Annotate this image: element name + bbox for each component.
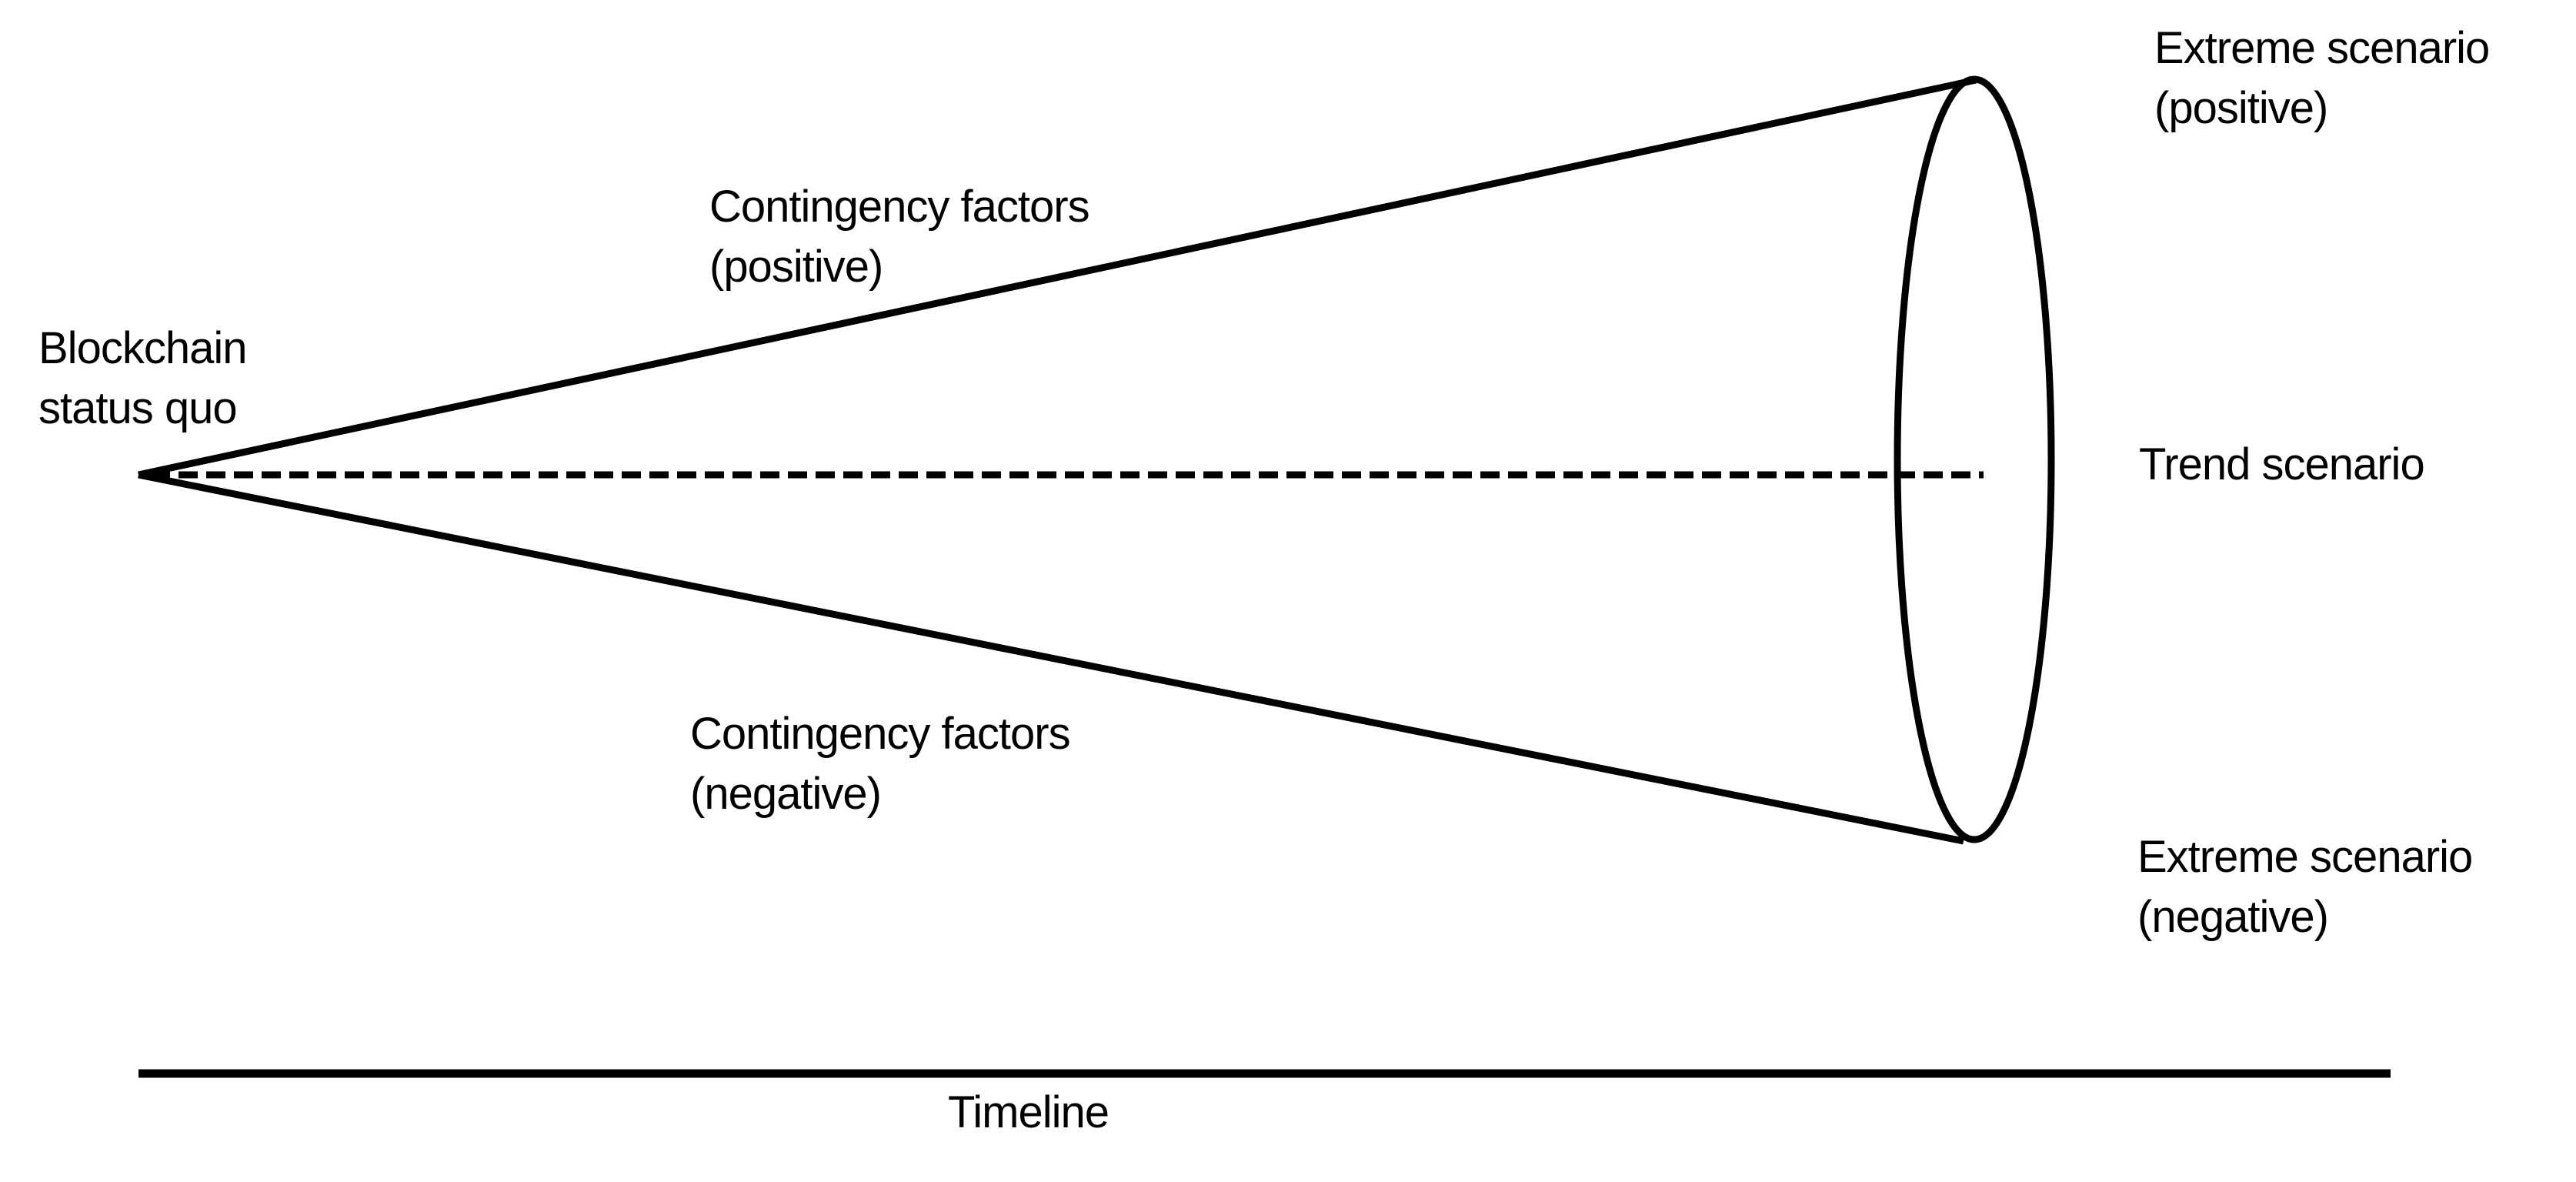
cone-upper-edge-line (138, 76, 1977, 479)
origin-label-line2: status quo (38, 383, 238, 433)
timeline-label: Timeline (948, 1083, 1109, 1143)
trend-scenario-label: Trend scenario (2139, 435, 2425, 495)
extreme-negative-label: Extreme scenario (negative) (2137, 827, 2473, 947)
extreme-negative-line1: Extreme scenario (2137, 832, 2473, 882)
extreme-positive-label: Extreme scenario (positive) (2154, 18, 2490, 139)
contingency-positive-label: Contingency factors (positive) (709, 177, 1090, 297)
cone-base-ellipse (1894, 75, 2055, 843)
extreme-negative-line2: (negative) (2137, 892, 2329, 942)
contingency-negative-line2: (negative) (690, 769, 882, 819)
timeline-label-line1: Timeline (948, 1087, 1109, 1137)
trend-scenario-line1: Trend scenario (2139, 439, 2425, 489)
contingency-negative-label: Contingency factors (negative) (690, 704, 1071, 824)
contingency-positive-line1: Contingency factors (709, 182, 1090, 232)
origin-label-line1: Blockchain (38, 323, 247, 373)
extreme-positive-line1: Extreme scenario (2154, 23, 2490, 73)
contingency-positive-line2: (positive) (709, 242, 883, 292)
origin-label: Blockchain status quo (38, 319, 247, 439)
contingency-negative-line1: Contingency factors (690, 709, 1071, 759)
extreme-positive-line2: (positive) (2154, 83, 2328, 133)
cone-lower-edge-line (138, 471, 1964, 845)
